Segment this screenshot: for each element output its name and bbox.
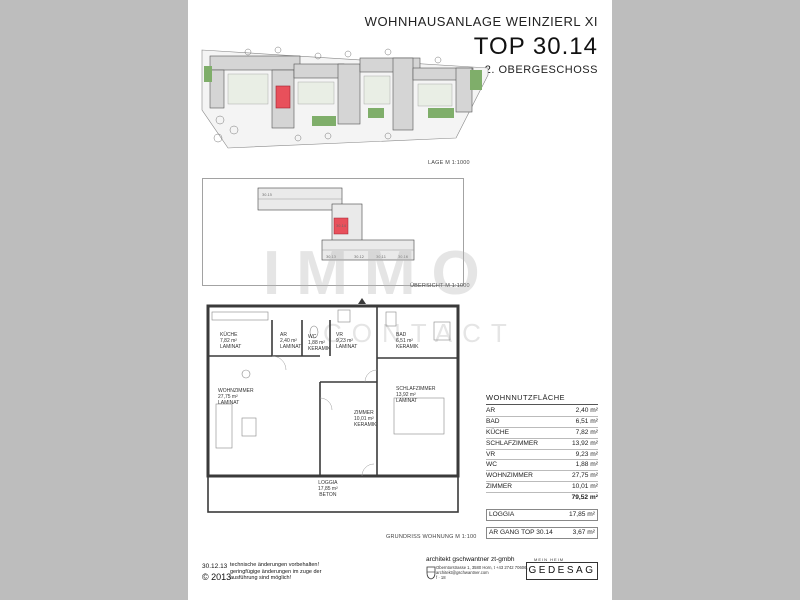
footer-date: 30.12.13 — [202, 563, 228, 570]
gedesag-logo: GEDESAG — [526, 562, 598, 580]
area-table-heading: WOHNNUTZFLÄCHE — [486, 393, 598, 405]
footer-note: technische änderungen vorbehalten! gerin… — [230, 562, 322, 582]
watermark-main: IMMO — [263, 239, 496, 308]
watermark-sub: CONTACT — [323, 318, 517, 348]
site-plan — [201, 46, 489, 149]
plan-sheet: WOHNHAUSANLAGE WEINZIERL XI TOP 30.14 2.… — [188, 0, 612, 600]
area-total: 79,52 m² — [571, 494, 598, 502]
overview-scale: ÜBERSICHT M 1:1000 — [410, 283, 470, 289]
unit-label: 30.15 — [262, 193, 272, 197]
coat-of-arms-icon — [426, 566, 436, 580]
unit-title: TOP 30.14 — [473, 33, 598, 60]
floor-title: 2. OBERGESCHOSS — [484, 64, 598, 76]
footer-copyright: © 2013 — [202, 572, 232, 582]
gedesag-tagline: MEIN HEIM — [534, 557, 565, 562]
plan-scale: GRUNDRISS WOHNUNG M 1:100 — [386, 534, 477, 540]
floor-plan — [206, 298, 460, 513]
footer-address: Oberntorstrasse 1, 3580 Horn, t +43 2742… — [436, 565, 536, 580]
footer-architect: architekt gschwantner zt-gmbh — [426, 556, 515, 563]
unit-label: 30.11 — [376, 255, 386, 259]
overview-plan: 30.15 30.14 30.13 30.12 30.11 30.16 — [202, 178, 464, 286]
unit-label: 30.16 — [398, 255, 408, 259]
unit-label: 30.13 — [326, 255, 336, 259]
footer-page: f · 18 — [436, 575, 446, 580]
unit-label: 30.12 — [354, 255, 364, 259]
site-scale: LAGE M 1:1000 — [428, 160, 470, 166]
project-title: WOHNHAUSANLAGE WEINZIERL XI — [364, 14, 598, 29]
unit-label: 30.14 — [336, 224, 347, 228]
